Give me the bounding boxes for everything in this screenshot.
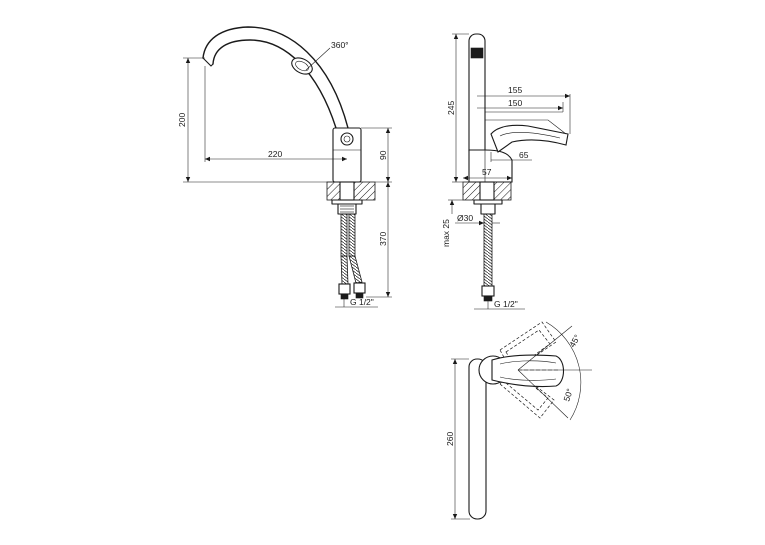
spout-tip — [202, 57, 214, 67]
hose-right-bend — [348, 255, 363, 284]
spout-inner — [212, 39, 337, 129]
front-view: 360° 200 220 — [177, 26, 392, 308]
fitting-right — [353, 282, 366, 294]
rotation-label: 360° — [331, 40, 349, 50]
angle-50: 50° — [561, 387, 574, 402]
handle-hub — [340, 132, 354, 146]
dim-155: 155 — [508, 85, 522, 95]
fitting-left — [338, 283, 351, 295]
dim-57: 57 — [482, 167, 492, 177]
top-handle — [491, 354, 565, 388]
thread-label-side: G 1/2" — [494, 299, 518, 309]
hose-left — [340, 213, 348, 257]
dim-200: 200 — [177, 113, 187, 127]
handle-ghost-50 — [499, 367, 555, 419]
thread-label-front: G 1/2" — [350, 297, 374, 307]
side-hose — [483, 213, 493, 287]
dim-260: 260 — [445, 432, 455, 446]
side-view: 245 155 150 65 57 Ø30 max 25 G 1/2" — [441, 33, 571, 310]
angle-arc — [545, 321, 582, 421]
side-fitting — [481, 285, 495, 297]
dim-90: 90 — [378, 150, 388, 160]
dim-370: 370 — [378, 232, 388, 246]
dim-245: 245 — [446, 101, 456, 115]
dim-220: 220 — [268, 149, 282, 159]
dim-150: 150 — [508, 98, 522, 108]
dim-max-thickness: max 25 — [441, 219, 451, 247]
swivel-ring — [291, 57, 313, 75]
dim-diameter: Ø30 — [457, 213, 473, 223]
top-view: 45° 50° 260 — [445, 321, 592, 520]
dim-65: 65 — [519, 150, 529, 160]
angle-45: 45° — [567, 333, 582, 349]
spout-outer — [202, 26, 349, 129]
top-spout — [468, 358, 487, 520]
side-body — [468, 149, 513, 183]
side-handle — [490, 124, 569, 153]
